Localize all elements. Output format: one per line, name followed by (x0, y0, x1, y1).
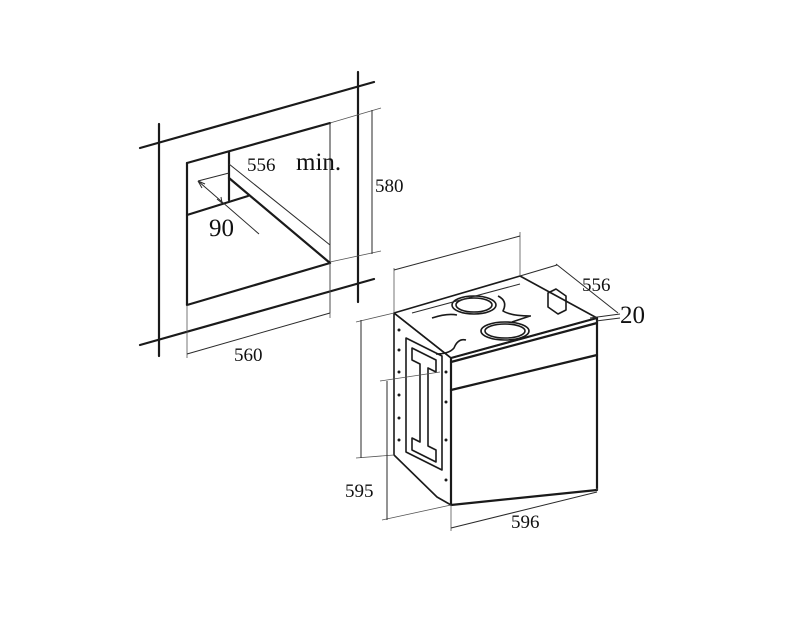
oven-front-door (449, 316, 599, 507)
side-frame-outer (405, 337, 443, 471)
width-dim-line (450, 491, 598, 529)
top-vent-2-icon (480, 321, 530, 341)
height2-ext-top (379, 371, 441, 382)
height-ext-top (355, 312, 395, 323)
niche-min-label: min. (296, 149, 341, 176)
oven-door-top-edge (449, 321, 599, 364)
height-ext-top (329, 107, 382, 124)
niche-bottom (185, 261, 332, 307)
height2-ext-bottom (381, 504, 452, 521)
vent-gap-label: 90 (209, 215, 234, 242)
oven-depth-label: 556 (582, 275, 611, 296)
depth-dim-top (393, 235, 521, 271)
vent-dim-arrow2-icon (216, 196, 223, 204)
niche-depth-line (228, 163, 331, 246)
vent-dim-line (197, 180, 260, 235)
niche-floor-diagonal (227, 176, 332, 265)
oven-side-panel (393, 312, 452, 506)
side-screw-holes (397, 328, 448, 482)
height-ext-bottom (355, 454, 395, 459)
oven-drawing: 556 20 595 596 (345, 232, 645, 533)
niche-width-label: 560 (234, 345, 263, 366)
oven-height-label: 595 (345, 481, 374, 502)
vent-dim-ext (197, 172, 230, 182)
cabinet-top-edge-line (138, 80, 376, 150)
top-vent-2-inner (484, 323, 526, 339)
door-dim-ext1 (589, 313, 621, 319)
niche-depth-label: 556 (247, 155, 276, 176)
depth-ext-top (519, 264, 558, 277)
cabinet-bottom-edge-line (138, 277, 376, 347)
side-frame-inner (411, 347, 437, 463)
door-dim-ext2 (595, 317, 621, 322)
oven-width-label: 596 (511, 512, 540, 533)
oven-control-panel-line (449, 353, 599, 392)
oven-door-thickness-label: 20 (620, 302, 645, 329)
niche-top (185, 121, 332, 165)
top-rail (411, 283, 521, 314)
rear-bracket (547, 288, 567, 315)
cabinet-niche-drawing: 556 min. 580 560 90 (138, 70, 404, 366)
vent-shelf-front (185, 194, 250, 217)
width-dim-line (186, 312, 331, 355)
top-vent-1-inner (455, 297, 493, 313)
top-cables (431, 295, 532, 355)
niche-height-label: 580 (375, 176, 404, 197)
height-ext-bottom (329, 250, 382, 263)
depth-dim-line (555, 263, 619, 314)
vent-dim-arrow-icon (197, 180, 206, 189)
